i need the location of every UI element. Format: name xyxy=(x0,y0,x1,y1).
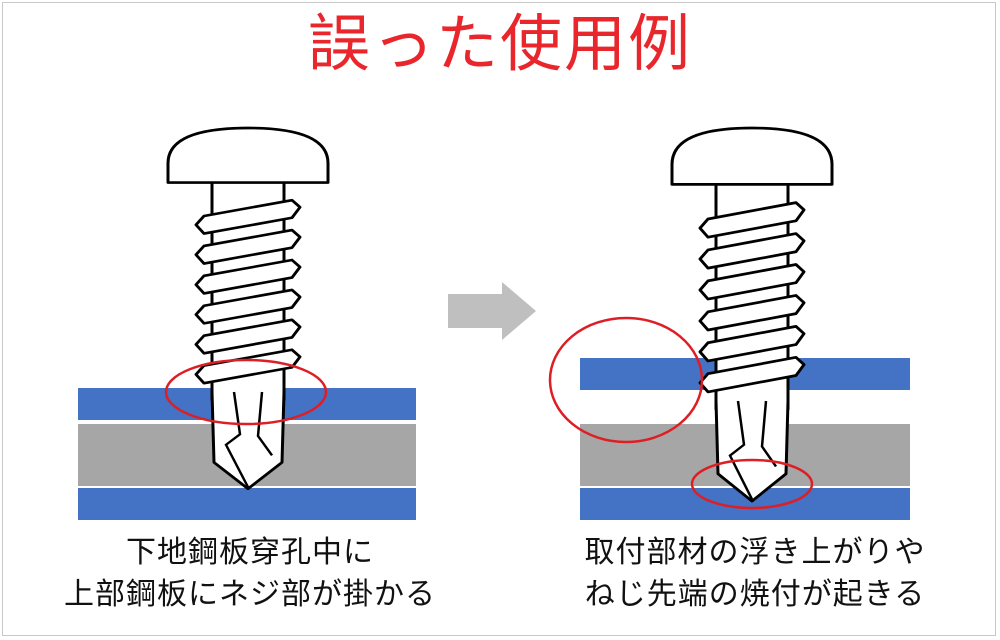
left-highlight-circle xyxy=(164,358,328,426)
right-caption-line-1: 取付部材の浮き上がりや xyxy=(584,535,926,570)
right-lift-highlight-circle xyxy=(548,316,704,444)
diagram-title: 誤った使用例 xyxy=(307,7,692,80)
left-caption-line-2: 上部鋼板にネジ部が掛かる xyxy=(64,577,436,612)
right-assembly xyxy=(548,126,910,520)
right-caption-line-2: ねじ先端の焼付が起きる xyxy=(584,577,926,612)
right-arrow-icon xyxy=(448,282,536,340)
left-assembly xyxy=(78,126,416,520)
right-tip-highlight-circle xyxy=(690,458,814,510)
left-bottom-steel-plate xyxy=(78,488,416,520)
left-caption-line-1: 下地鋼板穿孔中に xyxy=(126,535,374,570)
right-caption: 取付部材の浮き上がりや ねじ先端の焼付が起きる xyxy=(520,532,990,616)
left-caption: 下地鋼板穿孔中に 上部鋼板にネジ部が掛かる xyxy=(40,532,460,616)
